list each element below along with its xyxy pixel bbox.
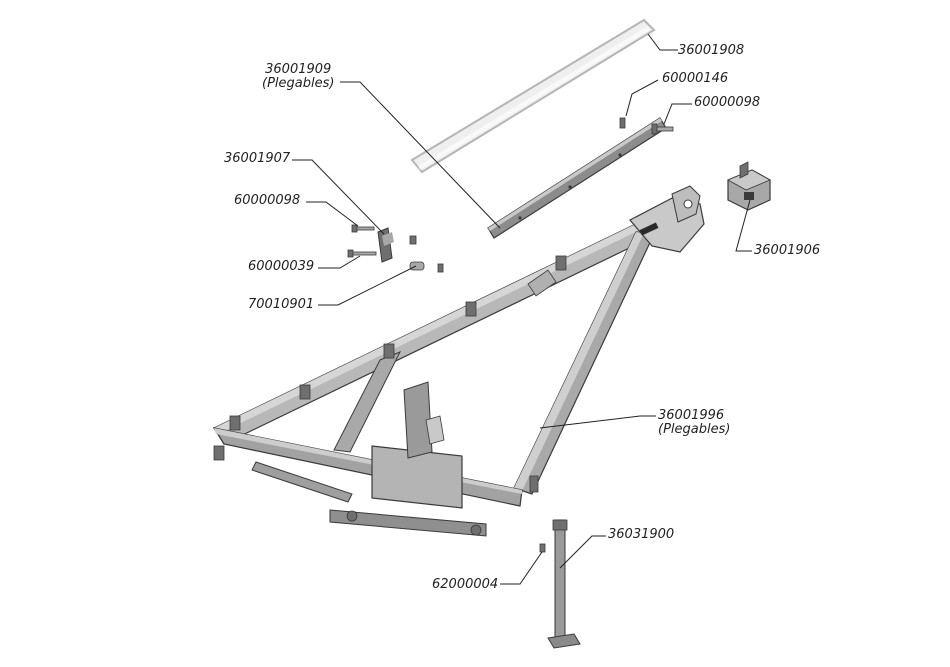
label-36001909-note: (Plegables)	[262, 77, 334, 91]
label-36001906-code: 36001906	[754, 243, 820, 258]
label-36001908-code: 36001908	[678, 43, 744, 58]
part-36031900-jack-stand	[548, 520, 580, 648]
label-60000098-left-code: 60000098	[234, 193, 300, 208]
label-36031900: 36031900	[608, 528, 674, 542]
part-60000039-bolt	[348, 250, 376, 257]
label-60000039-code: 60000039	[248, 259, 314, 274]
label-60000098-left: 60000098	[234, 194, 300, 208]
leader-62000004	[500, 552, 542, 584]
leader-36001907	[292, 160, 384, 234]
label-36031900-code: 36031900	[608, 527, 674, 542]
label-36001908: 36001908	[678, 44, 744, 58]
part-60000098-bolt-left	[352, 225, 374, 232]
leader-60000146	[626, 80, 658, 116]
label-36001996: 36001996 (Plegables)	[658, 409, 730, 437]
label-36001907: 36001907	[224, 152, 290, 166]
leader-60000098-right	[664, 104, 692, 124]
leader-36031900	[560, 536, 606, 568]
part-62000004-pin	[540, 544, 545, 552]
label-36001909-code: 36001909	[262, 63, 334, 77]
label-70010901-code: 70010901	[248, 297, 314, 312]
label-36001906: 36001906	[754, 244, 820, 258]
label-36001907-code: 36001907	[224, 151, 290, 166]
label-60000098-right-code: 60000098	[694, 95, 760, 110]
label-36001996-code: 36001996	[658, 409, 730, 423]
label-60000039: 60000039	[248, 260, 314, 274]
leader-60000039	[318, 256, 360, 268]
leader-60000098-left	[306, 202, 358, 226]
label-36001996-note: (Plegables)	[658, 423, 730, 437]
part-60000146-pin	[620, 118, 625, 128]
label-70010901: 70010901	[248, 298, 314, 312]
label-62000004-code: 62000004	[432, 577, 498, 592]
label-60000098-right: 60000098	[694, 96, 760, 110]
label-62000004: 62000004	[432, 578, 498, 592]
leader-lines	[292, 34, 752, 584]
label-60000146-code: 60000146	[662, 71, 728, 86]
label-60000146: 60000146	[662, 72, 728, 86]
part-36001996-frame	[214, 186, 704, 536]
leader-70010901	[318, 266, 416, 305]
leader-36001908	[648, 34, 678, 50]
label-36001909: 36001909 (Plegables)	[262, 63, 334, 91]
